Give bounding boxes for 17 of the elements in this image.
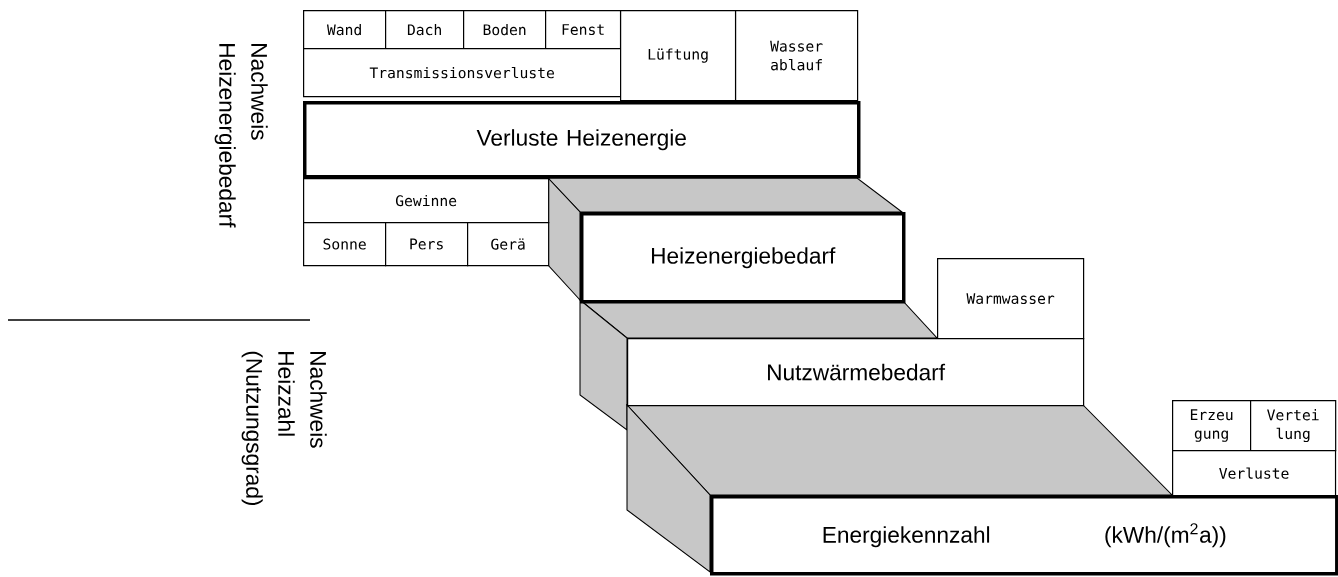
table-cell: Pers	[385, 222, 469, 267]
table-cell: Wand	[303, 10, 387, 50]
side-label: Nachweis Heizenergiebedarf	[214, 44, 268, 228]
table-cell: Erzeu gung	[1172, 400, 1252, 452]
table-cell: Lüftung	[620, 10, 737, 102]
table-cell: Gerä	[467, 222, 550, 267]
table-cell: Sonne	[303, 222, 387, 267]
table-cell: Vertei lung	[1250, 400, 1337, 452]
table-cell: Fenst	[545, 10, 622, 50]
table-cell: Warmwasser	[937, 258, 1085, 340]
heading-box: Energiekennzahl (kWh/(m$^{2}$a))	[710, 495, 1338, 576]
side-label: Nachweis Heizzahl (Nutzungsgrad)	[241, 351, 327, 506]
table-cell: Dach	[385, 10, 465, 50]
heading-box: Heizenergiebedarf	[580, 212, 906, 304]
table-cell: Wasser ablauf	[735, 10, 859, 102]
table-cell: Verluste	[1172, 450, 1337, 497]
table-cell: Boden	[463, 10, 547, 50]
